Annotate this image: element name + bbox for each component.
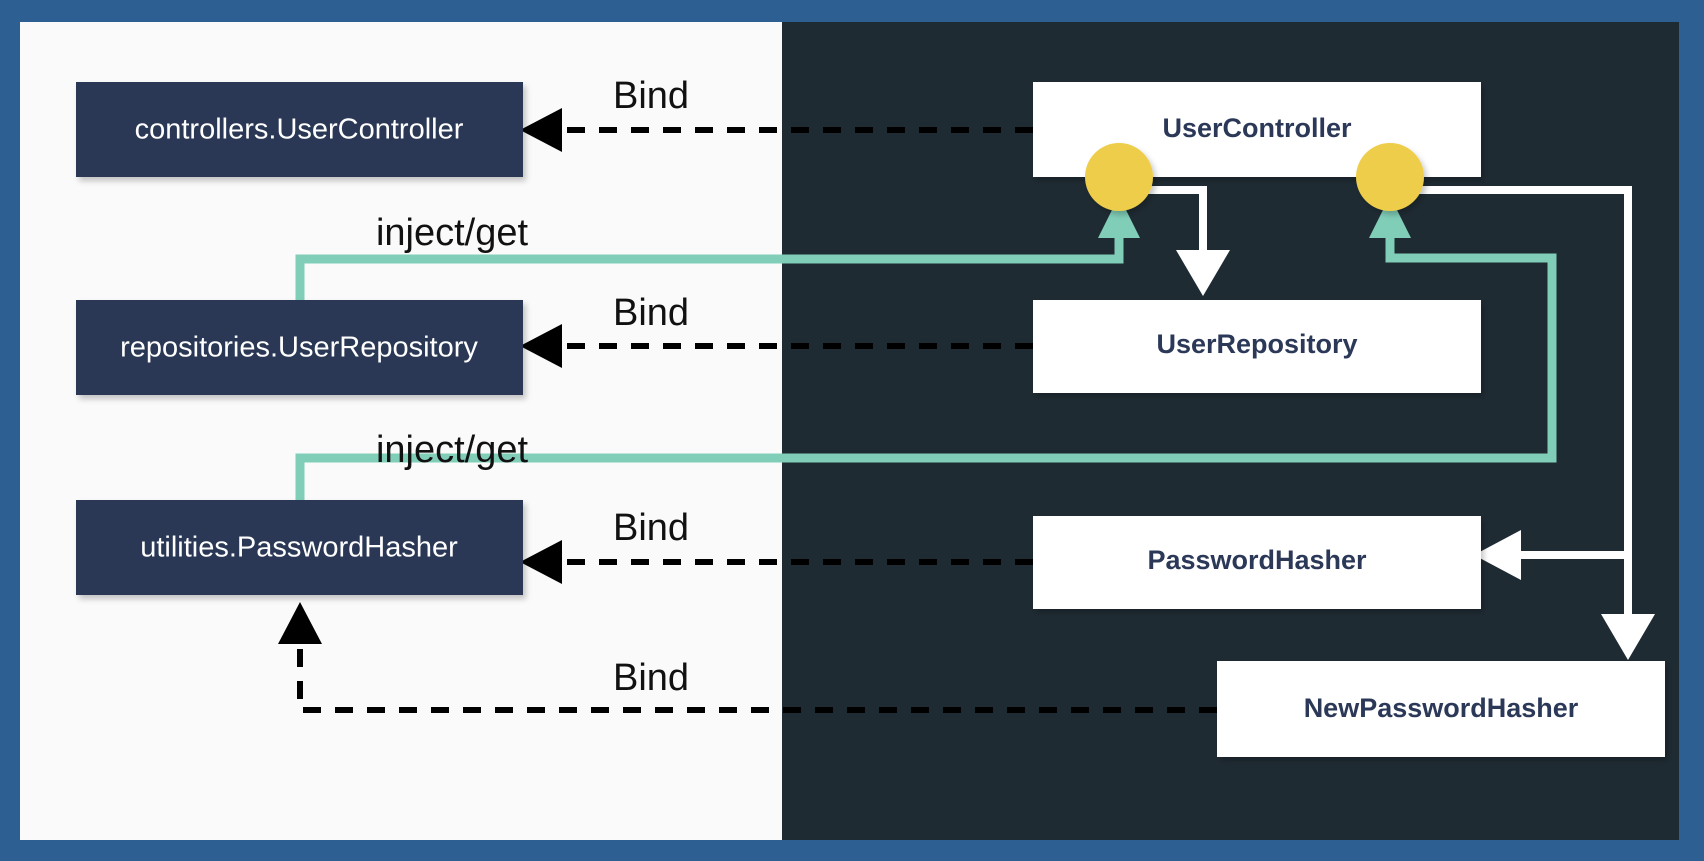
dependency-arrowhead-hasher bbox=[1474, 530, 1521, 580]
iface-user-controller-label: controllers.UserController bbox=[135, 114, 464, 146]
dependency-arrowhead-new-hasher bbox=[1601, 614, 1655, 660]
impl-user-repository-label: UserRepository bbox=[1156, 329, 1357, 359]
edge-bind-new-password-hasher bbox=[278, 602, 1217, 713]
bind-arrowhead-1 bbox=[520, 108, 562, 152]
iface-password-hasher-label: utilities.PasswordHasher bbox=[140, 532, 458, 564]
edge-label-inject-2: inject/get bbox=[376, 429, 529, 471]
inject-arrowhead-1 bbox=[1098, 196, 1140, 238]
node-impl-new-password-hasher[interactable]: NewPasswordHasher bbox=[1217, 661, 1665, 757]
iface-user-repository-label: repositories.UserRepository bbox=[120, 332, 478, 364]
port-marker-icon-user-repository[interactable] bbox=[1085, 143, 1153, 211]
node-iface-user-controller[interactable]: controllers.UserController bbox=[76, 82, 523, 177]
edge-bind-user-repository bbox=[520, 324, 1033, 368]
edge-inject-user-repository bbox=[295, 196, 1140, 302]
edge-label-bind-1: Bind bbox=[613, 75, 689, 117]
bind-arrowhead-3 bbox=[520, 540, 562, 584]
edge-label-bind-2: Bind bbox=[613, 292, 689, 334]
edge-depends-password-hasher bbox=[1390, 186, 1655, 660]
impl-new-password-hasher-label: NewPasswordHasher bbox=[1304, 693, 1579, 723]
node-impl-password-hasher[interactable]: PasswordHasher bbox=[1033, 516, 1481, 609]
port-marker-icon-password-hasher[interactable] bbox=[1356, 143, 1424, 211]
edge-bind-password-hasher bbox=[520, 540, 1033, 584]
inject-arrowhead-2 bbox=[1369, 196, 1411, 238]
edge-inject-password-hasher bbox=[295, 196, 1557, 500]
edge-bind-user-controller bbox=[520, 108, 1033, 152]
impl-user-controller-label: UserController bbox=[1162, 113, 1352, 143]
node-iface-user-repository[interactable]: repositories.UserRepository bbox=[76, 300, 523, 395]
edge-label-bind-4: Bind bbox=[613, 657, 689, 699]
node-impl-user-repository[interactable]: UserRepository bbox=[1033, 300, 1481, 393]
node-iface-password-hasher[interactable]: utilities.PasswordHasher bbox=[76, 500, 523, 595]
edge-label-bind-3: Bind bbox=[613, 507, 689, 549]
dependency-arrowhead-repo bbox=[1176, 250, 1230, 296]
edge-label-inject-1: inject/get bbox=[376, 212, 529, 254]
bind-arrowhead-2 bbox=[520, 324, 562, 368]
bind-arrowhead-4 bbox=[278, 602, 322, 644]
impl-password-hasher-label: PasswordHasher bbox=[1147, 545, 1367, 575]
